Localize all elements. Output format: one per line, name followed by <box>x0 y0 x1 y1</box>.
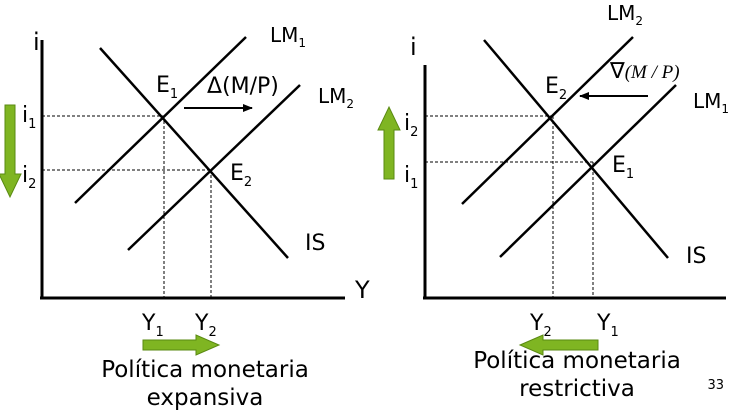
left-x-axis-label: Y <box>354 276 370 304</box>
left-i2-label: i2 <box>22 163 36 192</box>
right-caption-line2: restrictiva <box>519 376 635 402</box>
left-interest-down-arrow <box>0 104 22 199</box>
right-e2-label: E2 <box>545 74 567 103</box>
right-lm2-curve <box>461 36 634 205</box>
right-lm1-label: LM1 <box>693 89 729 116</box>
left-shift-label: Δ(M/P) <box>207 74 279 99</box>
left-lm2-label: LM2 <box>318 84 354 111</box>
right-lm1-curve <box>499 84 677 258</box>
left-lm1-curve <box>74 36 247 204</box>
right-i1-label: i1 <box>404 163 418 192</box>
right-i2-label: i2 <box>404 111 418 140</box>
right-y2-label: Y2 <box>529 311 552 340</box>
left-e2-label: E2 <box>230 161 252 190</box>
left-lm1-label: LM1 <box>270 23 306 50</box>
right-is-label: IS <box>686 244 706 269</box>
left-e1-label: E1 <box>156 73 178 102</box>
right-e1-label: E1 <box>612 153 634 182</box>
right-interest-up-arrow <box>377 105 401 180</box>
left-caption: Política monetaria expansiva <box>60 356 350 412</box>
right-lm2-label: LM2 <box>607 1 643 28</box>
left-y1-label: Y1 <box>141 311 164 340</box>
right-shift-label: ∇(M / P) <box>609 59 680 84</box>
right-caption: Política monetaria restrictiva <box>432 347 722 403</box>
left-lm2-curve <box>127 84 301 251</box>
left-y2-label: Y2 <box>194 311 217 340</box>
left-caption-line1: Política monetaria <box>101 357 309 383</box>
right-is-curve <box>483 39 669 259</box>
left-i1-label: i1 <box>22 103 36 132</box>
left-y-axis-label: i <box>33 28 40 56</box>
left-is-label: IS <box>305 231 325 256</box>
right-caption-line1: Política monetaria <box>473 348 681 374</box>
left-caption-line2: expansiva <box>146 385 264 411</box>
right-output-left-arrow <box>518 334 599 356</box>
right-y1-label: Y1 <box>596 311 619 340</box>
left-diagram: i Y LM1 LM2 IS E1 E2 Δ(M/P) i1 i2 Y1 Y2 <box>0 23 370 356</box>
right-diagram: i LM2 LM1 IS E2 E1 ∇(M / P) i2 i1 Y2 Y1 <box>377 1 729 356</box>
left-output-right-arrow <box>142 334 221 356</box>
left-is-curve <box>99 47 289 259</box>
right-y-axis-label: i <box>410 33 417 61</box>
page-number: 33 <box>707 378 724 393</box>
